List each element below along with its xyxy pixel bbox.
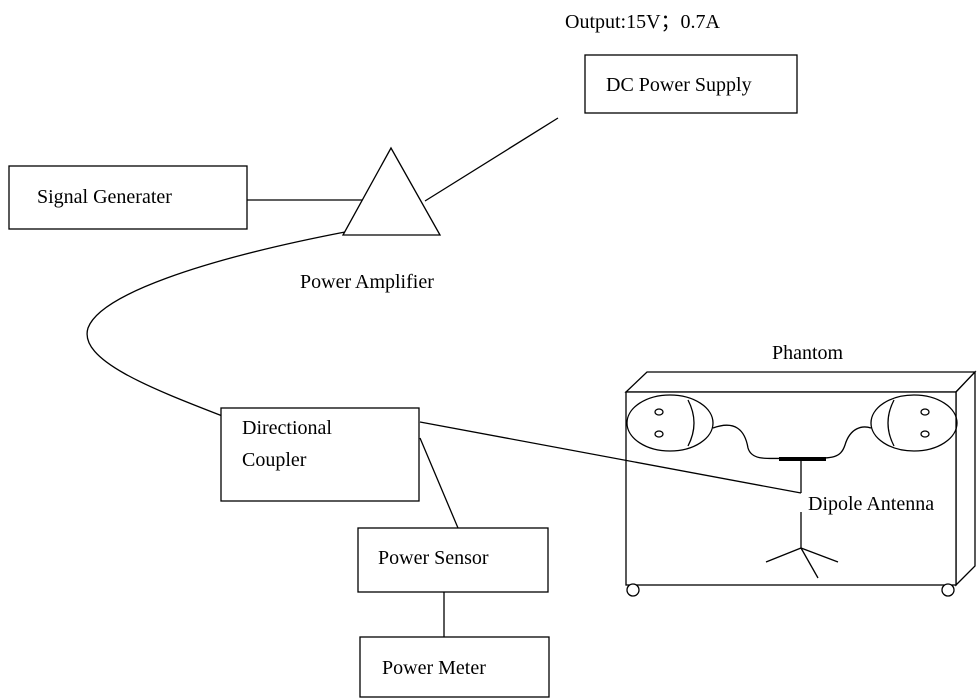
dc-output-label: Output:15V；0.7A — [565, 11, 721, 33]
directional-coupler-box — [220, 407, 420, 502]
power-sensor-label: Power Sensor — [378, 547, 489, 569]
phantom-side-face — [955, 370, 976, 587]
tripod-leg-left — [765, 547, 802, 563]
amp-to-dc-supply-line — [424, 117, 559, 202]
tripod-leg-front — [800, 547, 819, 579]
phantom-left-ear — [626, 394, 714, 452]
power-amplifier-triangle — [341, 146, 442, 236]
directional-coupler-label-line2: Coupler — [242, 449, 307, 471]
signal-generator-label: Signal Generater — [37, 186, 172, 208]
phantom-label: Phantom — [772, 342, 844, 364]
power-meter-box — [359, 636, 550, 698]
dc-power-supply-box — [584, 54, 798, 114]
phantom-box — [624, 370, 977, 597]
phantom-wheel-left — [626, 583, 640, 597]
phantom-front-face — [625, 391, 957, 586]
phantom-top-face — [624, 371, 977, 393]
dipole-antenna-label: Dipole Antenna — [808, 493, 934, 515]
phantom-wheel-right — [941, 583, 955, 597]
tripod-leg-right — [800, 547, 839, 563]
coupler-to-sensor-line — [419, 437, 459, 529]
directional-coupler-label-line1: Directional — [242, 417, 332, 439]
coupler-to-antenna-line — [419, 421, 802, 494]
power-sensor-box — [357, 527, 549, 593]
signal-generator-box — [8, 165, 248, 230]
power-amplifier-label: Power Amplifier — [300, 271, 434, 293]
phantom-right-ear — [870, 394, 958, 452]
dc-power-supply-label: DC Power Supply — [606, 74, 752, 96]
amp-to-coupler-cable — [86, 231, 346, 418]
power-meter-label: Power Meter — [382, 657, 486, 679]
